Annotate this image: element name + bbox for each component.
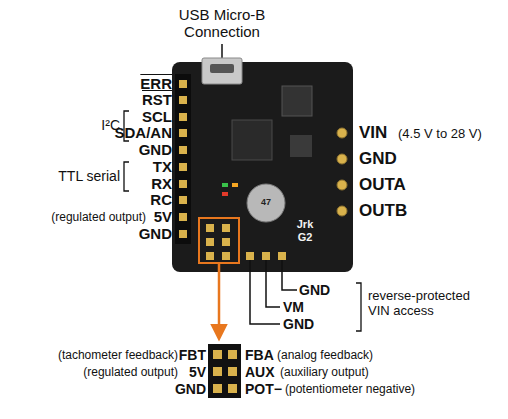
circuit-board — [172, 62, 353, 272]
terminal-label: OUTB — [359, 201, 407, 221]
pin-label: POT− — [245, 381, 282, 397]
driver-chip — [290, 135, 312, 157]
regulator-chip — [282, 86, 312, 116]
pin-label: GND — [139, 225, 172, 242]
zoom-arrow — [218, 263, 221, 338]
pin-label: RX — [151, 175, 172, 192]
pin-header — [175, 74, 191, 244]
group-label: TTL serial — [58, 168, 120, 184]
usb-connector — [202, 58, 242, 84]
pin-label: SDA/AN — [114, 124, 172, 141]
pin-label: 5V — [154, 208, 172, 225]
pin-label: FBT — [179, 347, 206, 363]
usb-opening — [210, 64, 234, 73]
pin-label: FBA — [245, 347, 274, 363]
capacitor — [247, 184, 285, 222]
pin-note: (regulated output) — [83, 366, 178, 380]
pin-note: (auxiliary output) — [280, 366, 369, 380]
pin-label: ERR — [140, 75, 172, 92]
pin-label: GND — [299, 282, 330, 298]
pin-note: (tachometer feedback) — [58, 349, 178, 363]
vin-bracket — [356, 283, 361, 331]
pin-label: RC — [150, 191, 172, 208]
leader-line — [282, 260, 297, 290]
power-terminals — [337, 128, 347, 216]
leader-line — [266, 260, 280, 307]
pin-label: AUX — [245, 364, 275, 380]
header-pins — [179, 80, 187, 238]
pin-label: SCL — [142, 108, 172, 125]
pin-label: GND — [283, 316, 314, 332]
connector-label: USB Micro-B Connection — [166, 6, 278, 41]
yellow-led — [232, 183, 238, 187]
red-led — [222, 192, 228, 196]
terminal-label: VIN — [359, 123, 387, 143]
pin-label: GND — [139, 141, 172, 158]
microcontroller — [232, 120, 272, 160]
serial-bracket — [124, 162, 129, 191]
pin-label: GND — [175, 381, 206, 397]
green-led — [222, 183, 228, 187]
terminal-note: (4.5 V to 28 V) — [398, 127, 482, 142]
capacitor-marking: 47 — [254, 197, 278, 207]
terminal-label: OUTA — [359, 175, 406, 195]
terminal-label: GND — [359, 149, 397, 169]
bottom-pins — [246, 252, 286, 260]
feedback-pins — [206, 224, 230, 260]
inset-header — [208, 344, 241, 398]
leader-line — [250, 260, 280, 324]
pin-label: VM — [283, 299, 304, 315]
pin-note: (potentiometer negative) — [285, 383, 415, 397]
group-label: I²C — [101, 117, 120, 133]
pin-note: (regulated output) — [51, 211, 146, 225]
pin-label: RST — [142, 91, 172, 108]
group-label: reverse-protected VIN access — [368, 289, 493, 319]
silkscreen-text: Jrk G2 — [291, 218, 319, 243]
pin-label: 5V — [189, 364, 206, 380]
highlight-box — [199, 218, 239, 263]
pin-label: TX — [153, 158, 172, 175]
inset-pins — [213, 350, 237, 393]
pin-note: (analog feedback) — [277, 349, 373, 363]
